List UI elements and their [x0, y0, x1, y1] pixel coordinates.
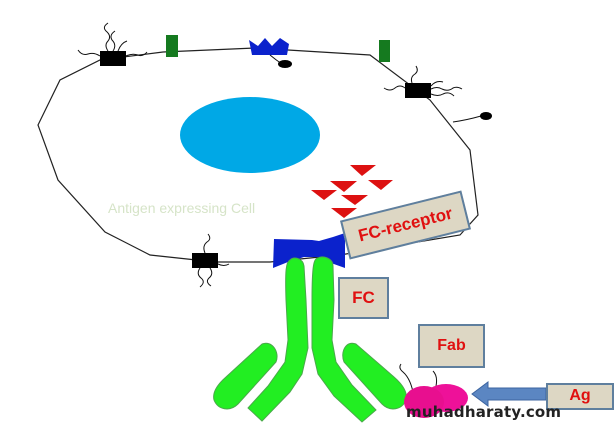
granule: [330, 181, 357, 192]
cell-label: Antigen expressing Cell: [108, 200, 256, 216]
granule: [331, 208, 357, 218]
antigen: [399, 363, 468, 418]
nucleus: [180, 97, 320, 173]
antibody: [213, 256, 407, 423]
antibody-light-chain-right: [342, 342, 407, 410]
top-receptor-ball: [278, 60, 292, 68]
fc-label-text: FC: [352, 288, 375, 307]
right-tether-ball: [480, 112, 492, 120]
ag-label-text: Ag: [569, 387, 591, 404]
fab-label-text: Fab: [437, 337, 466, 354]
membrane-receptor-right: [383, 65, 463, 98]
fc-receptor-shape: [273, 233, 345, 268]
fab-label: Fab: [418, 324, 485, 368]
granule: [311, 190, 337, 200]
granules: [311, 165, 393, 218]
ag-arrow: [471, 381, 547, 407]
antibody-heavy-chain-right: [311, 256, 377, 423]
top-blue-receptor: [249, 38, 289, 55]
granule: [368, 180, 393, 190]
membrane-receptor-top-left: [77, 22, 148, 66]
membrane-marker-left: [166, 35, 178, 57]
watermark: muhadharaty.com: [406, 403, 562, 421]
ag-label: Ag: [546, 383, 614, 410]
membrane-marker-right: [379, 40, 390, 62]
antibody-heavy-chain-left: [247, 257, 309, 422]
right-tether: [452, 115, 482, 123]
granule: [350, 165, 376, 176]
granule: [341, 195, 368, 205]
membrane-receptor-bottom: [192, 233, 230, 288]
antibody-light-chain-left: [213, 342, 278, 410]
fc-label: FC: [338, 277, 389, 319]
